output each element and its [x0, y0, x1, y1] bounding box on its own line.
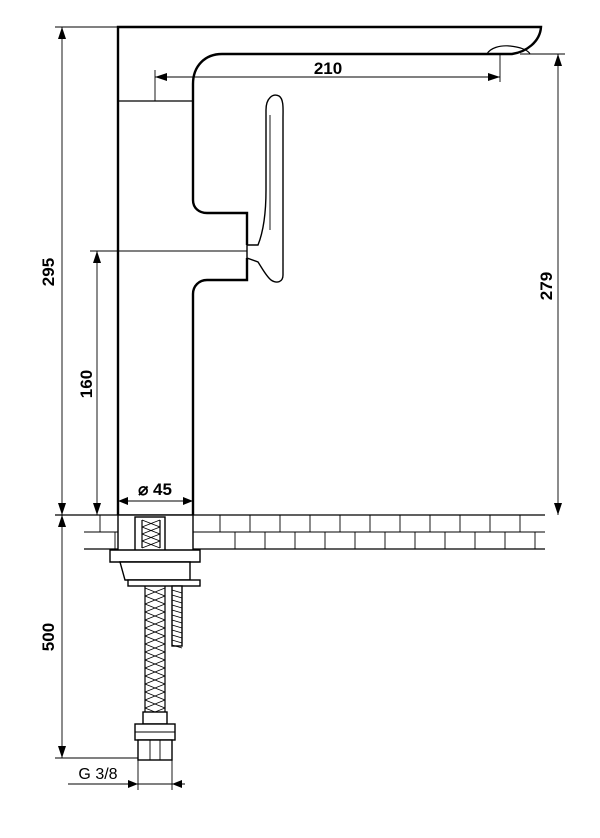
dimension-hose-length: 500 [39, 515, 138, 759]
dimension-body-diameter: ⌀ 45 [118, 480, 193, 505]
label-spout-reach: 210 [314, 59, 342, 78]
dimension-spout-reach: 210 [154, 54, 501, 101]
dimension-spout-height: 279 [520, 53, 565, 515]
label-thread: G 3/8 [78, 766, 117, 783]
label-handle-height: 160 [77, 370, 96, 398]
handle-lever [246, 94, 284, 283]
braided-hose [134, 519, 176, 761]
label-body-diameter: ⌀ 45 [138, 480, 172, 499]
mounting-hardware [109, 514, 201, 649]
label-total-height: 295 [39, 258, 58, 286]
dimension-total-height: 295 [39, 26, 118, 515]
dimension-handle-height: 160 [77, 250, 247, 515]
label-spout-height: 279 [537, 272, 556, 300]
label-hose-length: 500 [39, 623, 58, 651]
dimension-thread: G 3/8 [68, 760, 185, 790]
faucet-body [116, 25, 543, 515]
